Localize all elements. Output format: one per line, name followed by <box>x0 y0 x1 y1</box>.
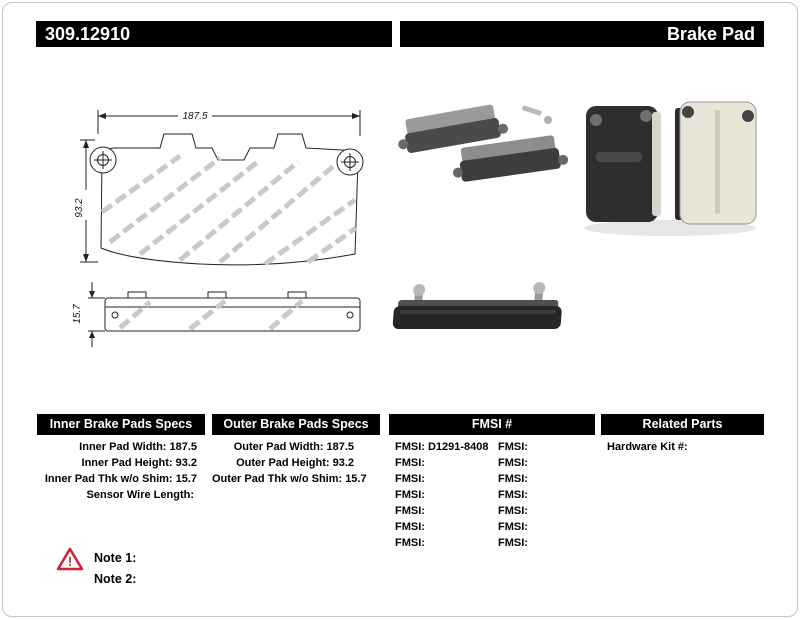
spec-value: 15.7 <box>175 473 197 485</box>
fmsi-label: FMSI: <box>395 489 425 501</box>
product-name: Brake Pad <box>666 24 755 44</box>
inner-specs-header: Inner Brake Pads Specs <box>37 414 205 435</box>
fmsi-row: FMSI: <box>498 455 595 471</box>
spec-value: 15.7 <box>345 473 367 485</box>
fmsi-row: FMSI: <box>498 519 595 535</box>
fmsi-row: FMSI: <box>395 455 492 471</box>
height-dimension: 93.2 <box>74 198 85 218</box>
fmsi-row: FMSI: <box>498 535 595 551</box>
pad-front-outline <box>100 133 359 266</box>
pad-side-view <box>104 291 361 332</box>
width-dimension: 187.5 <box>182 111 207 122</box>
fmsi-label: FMSI: <box>395 505 425 517</box>
product-photo-edge-view <box>392 282 562 329</box>
fmsi-left-column: FMSI:D1291-8408 FMSI: FMSI: FMSI: FMSI: … <box>389 439 492 551</box>
note-2: Note 2: <box>94 572 137 586</box>
fmsi-row: FMSI: <box>395 487 492 503</box>
thickness-dimension: 15.7 <box>72 304 83 324</box>
angled-pad-2 <box>452 135 569 182</box>
fmsi-label: FMSI: <box>498 505 528 517</box>
fmsi-row: FMSI: <box>395 471 492 487</box>
spec-row: Hardware Kit #: <box>601 439 764 455</box>
left-mounting-lug <box>89 146 117 174</box>
spec-row: Inner Pad Thk w/o Shim:15.7 <box>37 471 205 487</box>
fmsi-label: FMSI: <box>498 457 528 469</box>
warning-triangle-icon: ! <box>56 547 84 571</box>
fmsi-row: FMSI: <box>498 487 595 503</box>
edge-pad <box>392 282 562 329</box>
fmsi-label: FMSI: <box>395 473 425 485</box>
fmsi-label: FMSI: <box>395 521 425 533</box>
hardware-clip <box>522 105 542 116</box>
upright-pad-front <box>675 101 757 225</box>
technical-drawing: 187.5 93.2 <box>72 110 364 347</box>
fmsi-row: FMSI: <box>498 471 595 487</box>
outer-specs-table: Outer Brake Pads Specs Outer Pad Width:1… <box>212 414 380 487</box>
spec-label: Sensor Wire Length: <box>86 489 194 501</box>
spec-label: Inner Pad Thk w/o Shim: <box>44 473 173 485</box>
spec-label: Outer Pad Width: <box>233 441 324 453</box>
fmsi-row: FMSI: <box>395 503 492 519</box>
outer-specs-header: Outer Brake Pads Specs <box>212 414 380 435</box>
spec-row: Outer Pad Thk w/o Shim:15.7 <box>212 471 380 487</box>
part-number-bar: 309.12910 <box>36 21 392 47</box>
related-parts-table: Related Parts Hardware Kit #: <box>601 414 764 455</box>
fmsi-row: FMSI:D1291-8408 <box>395 439 492 455</box>
watermark-hatching <box>100 153 358 267</box>
fmsi-label: FMSI: <box>395 537 425 549</box>
inner-specs-table: Inner Brake Pads Specs Inner Pad Width:1… <box>37 414 205 503</box>
fmsi-label: FMSI: <box>498 537 528 549</box>
fmsi-row: FMSI: <box>498 439 595 455</box>
svg-text:!: ! <box>68 554 72 569</box>
spec-label: Hardware Kit #: <box>607 441 688 453</box>
spec-value: 187.5 <box>326 441 354 453</box>
spec-label: Outer Pad Thk w/o Shim: <box>212 473 343 485</box>
fmsi-row: FMSI: <box>498 503 595 519</box>
right-mounting-lug <box>336 148 364 176</box>
note-1: Note 1: <box>94 551 137 565</box>
fmsi-value: D1291-8408 <box>427 441 489 453</box>
spec-row: Outer Pad Height:93.2 <box>212 455 380 471</box>
spec-label: Inner Pad Height: <box>81 457 173 469</box>
fmsi-label: FMSI: <box>498 521 528 533</box>
related-parts-header: Related Parts <box>601 414 764 435</box>
angled-pad-1 <box>398 104 509 153</box>
fmsi-label: FMSI: <box>498 441 528 453</box>
part-number: 309.12910 <box>45 24 131 44</box>
spec-label: Outer Pad Height: <box>236 457 330 469</box>
fmsi-label: FMSI: <box>498 489 528 501</box>
upright-pad-back <box>586 106 661 222</box>
spec-value: 187.5 <box>169 441 197 453</box>
hardware-pin <box>544 116 552 124</box>
fmsi-label: FMSI: <box>395 457 425 469</box>
spec-row: Inner Pad Width:187.5 <box>37 439 205 455</box>
spec-row: Outer Pad Width:187.5 <box>212 439 380 455</box>
spec-row: Inner Pad Height:93.2 <box>37 455 205 471</box>
fmsi-row: FMSI: <box>395 519 492 535</box>
spec-row: Sensor Wire Length: <box>37 487 205 503</box>
product-name-bar: Brake Pad <box>400 21 764 47</box>
product-photo-upright-pads <box>584 101 757 236</box>
spec-value: 93.2 <box>175 457 197 469</box>
fmsi-row: FMSI: <box>395 535 492 551</box>
spec-label: Inner Pad Width: <box>79 441 167 453</box>
fmsi-label: FMSI: <box>395 441 425 453</box>
fmsi-label: FMSI: <box>498 473 528 485</box>
product-photo-angled-pads <box>398 104 569 182</box>
fmsi-table: FMSI # FMSI:D1291-8408 FMSI: FMSI: FMSI:… <box>389 414 595 551</box>
fmsi-right-column: FMSI: FMSI: FMSI: FMSI: FMSI: FMSI: FMSI… <box>492 439 595 551</box>
spec-value: 93.2 <box>332 457 354 469</box>
fmsi-header: FMSI # <box>389 414 595 435</box>
